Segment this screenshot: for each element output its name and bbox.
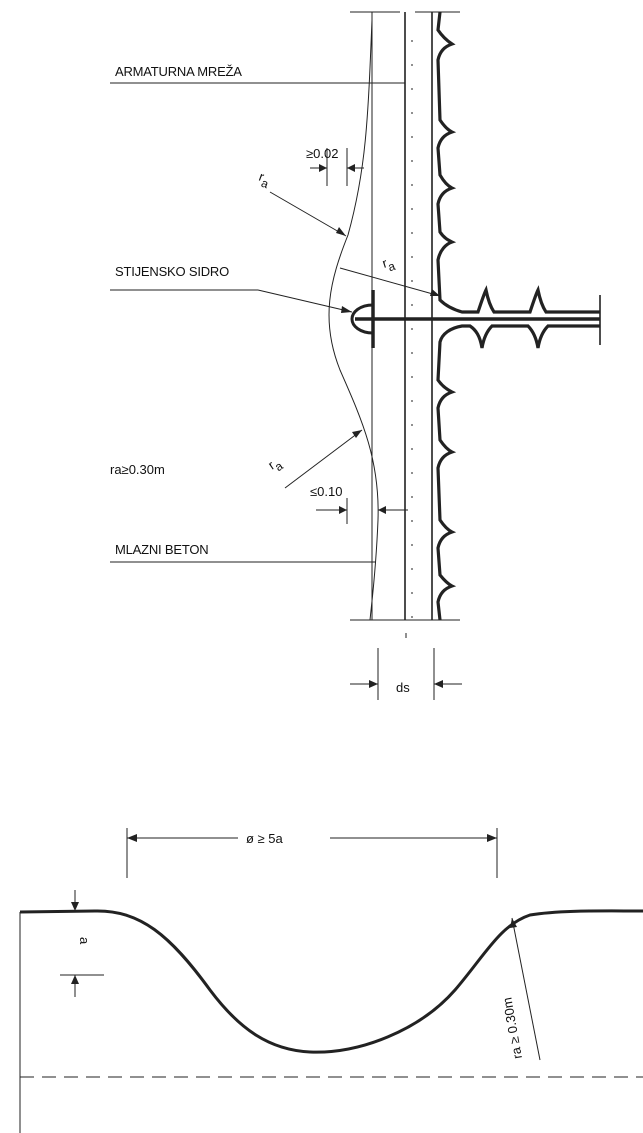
- ds-arrowhead-left: [369, 680, 378, 688]
- dim-bottom-arrowhead-right: [378, 506, 386, 514]
- wall-section-detail: ARMATURNA MREŽA STIJENSKO SIDRO MLAZNI B…: [110, 11, 601, 700]
- rock-surface-profile: [436, 11, 600, 314]
- radius-minimum-note: ra≥0.30m: [110, 462, 165, 477]
- dim-depth: a: [77, 937, 92, 945]
- radius-arrowhead-right: [430, 289, 440, 296]
- radius-leader-upper: [269, 191, 347, 237]
- ds-arrowhead-right: [434, 680, 443, 688]
- anchor-nut-dome: [350, 303, 374, 335]
- bottom-radius-arrowhead: [510, 918, 517, 928]
- shotcrete-profile-curve: [19, 909, 643, 1054]
- rock-surface-profile-lower: [436, 324, 600, 621]
- span-arrowhead-right: [487, 834, 497, 842]
- label-armaturna-mreza: ARMATURNA MREŽA: [115, 64, 242, 79]
- depth-arrowhead-top: [71, 902, 79, 911]
- radius-arrowhead-upper: [336, 227, 346, 236]
- radius-leader-right: [339, 267, 441, 297]
- bottom-radius-leader: [511, 917, 541, 1061]
- dim-bottom-arrowhead-left: [339, 506, 347, 514]
- radius-label-lower: ra: [265, 454, 286, 477]
- dim-top-arrowhead-right: [347, 164, 355, 172]
- dim-gap-bottom: ≤0.10: [310, 484, 342, 499]
- leader-arrowhead: [341, 306, 352, 313]
- dim-top-arrowhead-left: [319, 164, 327, 172]
- span-arrowhead-left: [127, 834, 137, 842]
- label-mlazni-beton: MLAZNI BETON: [115, 542, 208, 557]
- label-stijensko-sidro: STIJENSKO SIDRO: [115, 264, 229, 279]
- dim-span: ø ≥ 5a: [246, 831, 284, 846]
- surface-profile-detail: ø ≥ 5a a ra ≥ 0.30m: [19, 828, 643, 1133]
- dim-gap-top: ≥0.02: [306, 146, 338, 161]
- radius-label-right: ra: [380, 253, 397, 276]
- radius-leader-lower: [284, 429, 363, 489]
- depth-arrowhead-bottom: [71, 975, 79, 984]
- shotcrete-surface-curve: [328, 19, 379, 621]
- leader-stijensko-diag: [257, 289, 353, 313]
- dim-bottom-radius: ra ≥ 0.30m: [499, 996, 525, 1060]
- radius-label-upper: ra: [255, 169, 273, 192]
- dim-ds: ds: [396, 680, 410, 695]
- radius-arrowhead-lower: [352, 430, 362, 438]
